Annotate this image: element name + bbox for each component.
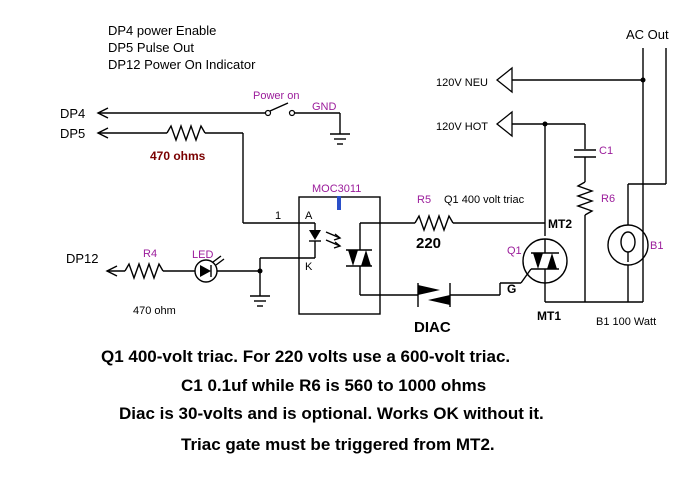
- switch-contact-left: [264, 109, 272, 117]
- switch-contact-right: [288, 109, 296, 117]
- r6-label: R6: [601, 193, 615, 205]
- r5-label: R5: [417, 194, 431, 206]
- moc-led-icon: [309, 230, 321, 240]
- mt2-label: MT2: [548, 217, 572, 231]
- led-label: LED: [192, 249, 213, 261]
- neu-label: 120V NEU: [436, 77, 488, 89]
- pin-k-label: K: [305, 261, 313, 273]
- moc-light-arrows-icon: [325, 231, 342, 249]
- note-3: Diac is 30-volts and is optional. Works …: [119, 404, 544, 423]
- neu-arrow-icon: [495, 66, 513, 94]
- note-4: Triac gate must be triggered from MT2.: [181, 435, 495, 454]
- legend-dp4: DP4 power Enable: [108, 23, 216, 38]
- q1-label: Q1: [507, 245, 522, 257]
- g-label: G: [507, 282, 516, 296]
- junction-k: [257, 268, 263, 274]
- q1-triac-icon: [520, 239, 559, 284]
- power-on-label: Power on: [253, 90, 299, 102]
- moc-label: MOC3011: [312, 183, 361, 195]
- q1-desc-label: Q1 400 volt triac: [444, 194, 525, 206]
- junction-hot: [542, 121, 548, 127]
- note-1: Q1 400-volt triac. For 220 volts use a 6…: [101, 347, 510, 366]
- b1-label: B1: [650, 240, 663, 252]
- mt1-label: MT1: [537, 309, 561, 323]
- r5-value-label: 220: [416, 235, 441, 252]
- r4-label: R4: [143, 248, 157, 260]
- switch-lever: [269, 102, 289, 112]
- resistor-470-ohms: [166, 123, 206, 143]
- dp5-label: DP5: [60, 126, 85, 141]
- ac-out-label: AC Out: [626, 27, 669, 42]
- diac-label: DIAC: [414, 319, 451, 336]
- pin-a-label: A: [305, 210, 313, 222]
- lamp-filament-icon: [620, 231, 636, 262]
- c1-label: C1: [599, 145, 613, 157]
- resistor-r6: [575, 181, 595, 216]
- dp4-label: DP4: [60, 106, 85, 121]
- resistor-r4: [124, 261, 164, 281]
- diac-icon: [417, 283, 451, 307]
- r4-value-label: 470 ohm: [133, 305, 176, 317]
- dp12-label: DP12: [66, 251, 99, 266]
- note-2: C1 0.1uf while R6 is 560 to 1000 ohms: [181, 376, 486, 395]
- moc-triac-icon: [346, 249, 372, 267]
- resistor-r5: [414, 213, 454, 233]
- ground-icon-led: [250, 295, 270, 307]
- hot-label: 120V HOT: [436, 121, 488, 133]
- legend-dp12: DP12 Power On Indicator: [108, 57, 256, 72]
- r-470-ohms-label: 470 ohms: [150, 149, 206, 163]
- ground-icon: [330, 133, 350, 145]
- legend-dp5: DP5 Pulse Out: [108, 40, 194, 55]
- b1-desc-label: B1 100 Watt: [596, 316, 656, 328]
- led-icon: [200, 255, 225, 277]
- gnd-label: GND: [312, 101, 337, 113]
- moc3011-pin1-marker: [337, 196, 341, 210]
- pin1-label: 1: [275, 210, 281, 222]
- junction-neu: [640, 77, 646, 83]
- hot-arrow-icon: [495, 110, 513, 138]
